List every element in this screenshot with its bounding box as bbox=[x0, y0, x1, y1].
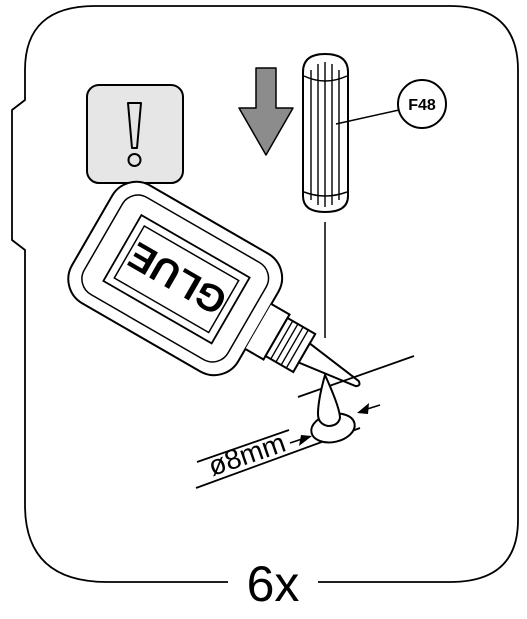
exclamation-icon bbox=[127, 102, 142, 167]
down-arrow-icon bbox=[238, 67, 294, 156]
glue-bottle: GLUE bbox=[67, 180, 361, 388]
dowel bbox=[302, 52, 349, 214]
glue-hole bbox=[310, 372, 356, 444]
warning-box bbox=[86, 84, 184, 184]
glue-drop bbox=[316, 372, 342, 428]
part-label: F48 bbox=[408, 97, 436, 114]
panel-frame bbox=[11, 5, 519, 583]
quantity-label: 6x bbox=[247, 556, 300, 612]
hole-diameter-label: ø8mm bbox=[204, 427, 289, 482]
dimension-arrows bbox=[289, 403, 381, 446]
part-callout: F48 bbox=[335, 79, 447, 129]
